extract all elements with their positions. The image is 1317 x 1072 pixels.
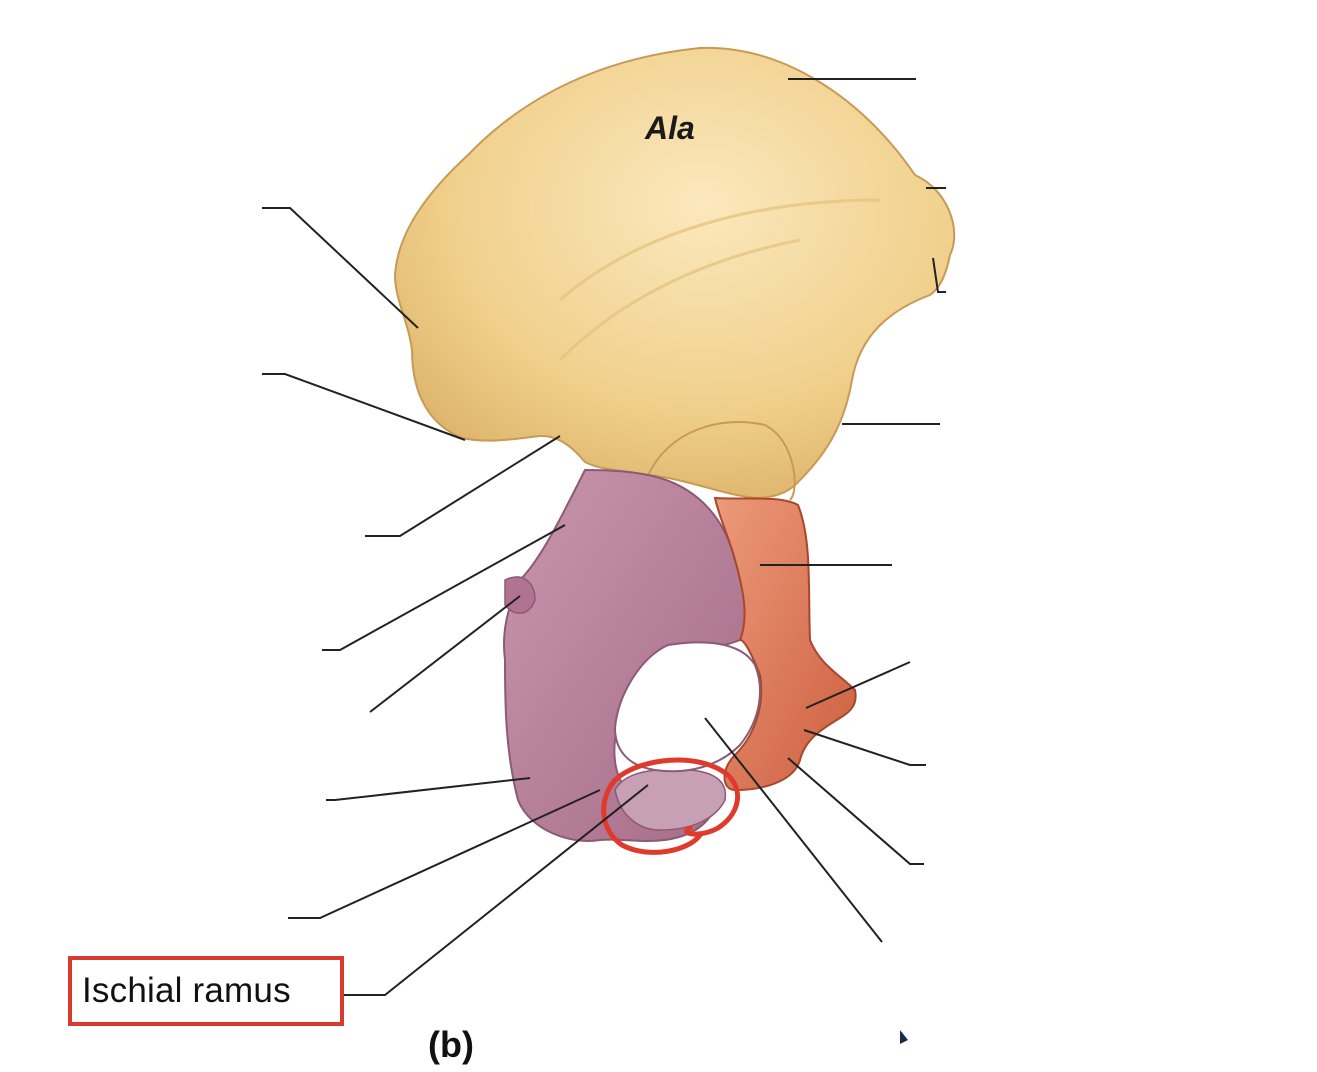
leader-line-4 [322,524,566,651]
leader-line-r9 [704,717,883,943]
answer-label-box: Ischial ramus [68,956,344,1026]
ischial-tuberosity [504,576,536,614]
leader-line-7 [288,789,601,919]
ilium-gluteal-line [559,198,881,302]
leader-line-answer [344,784,649,996]
ischial-ramus-region [614,768,727,831]
leader-line-3 [365,435,561,537]
panel-letter: (b) [428,1024,474,1065]
leader-line-6 [326,777,531,801]
ilium-region [393,46,956,500]
highlight-circle [601,757,740,855]
answer-label: Ischial ramus [82,971,291,1010]
leader-line-r3 [932,257,946,293]
acetabulum-rim [647,421,796,501]
leader-line-5 [369,595,521,713]
leader-line-2 [262,373,466,441]
stray-mark [900,1030,908,1044]
leader-line-r7 [803,729,926,766]
ilium-gluteal-line-2 [558,238,801,362]
ala-label: Ala [644,110,695,146]
leader-line-1 [262,207,419,329]
leader-line-r6 [805,661,911,709]
pubis-region [713,496,857,792]
leader-line-r8 [787,757,924,865]
